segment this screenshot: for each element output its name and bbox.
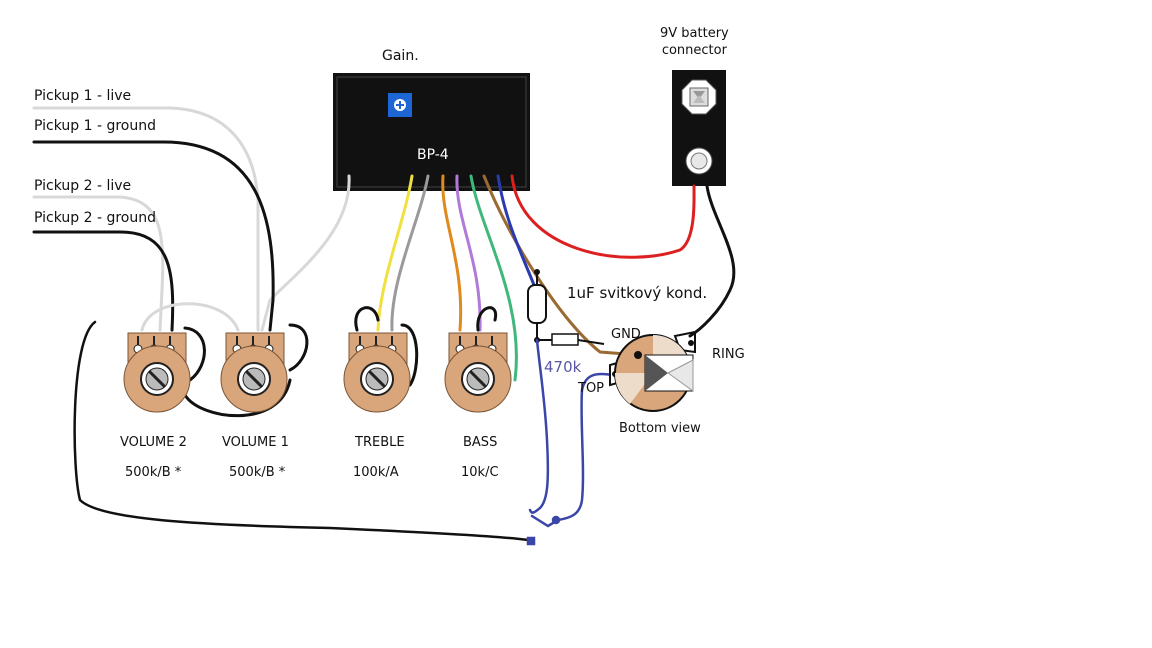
wire-orange xyxy=(441,174,463,332)
pickup2-ground-label: Pickup 2 - ground xyxy=(34,210,157,226)
battery-terminal-hex-icon xyxy=(681,79,717,115)
module-label: BP-4 xyxy=(417,147,449,163)
pickup2-live-label: Pickup 2 - live xyxy=(34,178,132,194)
wire-black-vol2-vol1 xyxy=(183,378,292,418)
jack-view-label: Bottom view xyxy=(619,421,701,436)
resistor-470k xyxy=(534,333,605,346)
wire-pickup1-ground xyxy=(32,140,275,332)
pot-treble xyxy=(343,332,411,413)
pot-volume-1 xyxy=(220,332,288,413)
wire-brown xyxy=(482,174,642,357)
wire-green xyxy=(469,174,518,382)
wire-blue xyxy=(496,174,536,287)
output-jack xyxy=(609,330,696,412)
wire-pickup2-live xyxy=(32,195,165,332)
pickup1-live-label: Pickup 1 - live xyxy=(34,88,132,104)
wire-black-ground-loop xyxy=(73,320,530,542)
wire-white-vol2-vol1 xyxy=(140,302,240,332)
jack-ring-label: RING xyxy=(712,347,745,362)
wire-black-vol2-loop xyxy=(183,326,206,382)
capacitor-label: 1uF svitkový kond. xyxy=(567,284,708,302)
jack-gnd-label: GND xyxy=(611,327,641,342)
battery-connector xyxy=(672,70,726,186)
battery-label: 9V battery connector xyxy=(660,26,729,58)
wire-gray xyxy=(390,174,430,332)
wire-black-treble-loop xyxy=(354,306,380,332)
wire-black-bass-loop xyxy=(476,306,498,332)
pot-bass-value: 10k/C xyxy=(461,465,499,480)
pot-volume-1-value: 500k/B * xyxy=(229,465,286,480)
bp4-module xyxy=(333,73,530,191)
gain-trimmer-icon xyxy=(388,93,412,117)
pot-treble-value: 100k/A xyxy=(353,465,399,480)
wire-pickup2-ground xyxy=(32,230,175,332)
wire-white-bp4 xyxy=(260,174,351,332)
wire-violet xyxy=(455,174,482,332)
pickup-wires xyxy=(32,106,275,332)
jack-ring-wire xyxy=(688,184,736,338)
jack-top-label: TOP xyxy=(578,381,605,396)
battery-terminal-round-icon xyxy=(685,147,713,175)
pot-volume-2-value: 500k/B * xyxy=(125,465,182,480)
pot-volume-2-name: VOLUME 2 xyxy=(120,435,187,450)
pot-link-wires xyxy=(73,302,530,542)
wire-black-treble-side xyxy=(400,323,419,387)
pickup1-ground-label: Pickup 1 - ground xyxy=(34,118,157,134)
bp4-wires xyxy=(260,174,696,382)
resistor-label: 470k xyxy=(544,358,582,376)
pot-volume-1-name: VOLUME 1 xyxy=(222,435,289,450)
hand-drawn-blue-wires xyxy=(526,338,614,546)
wire-black-vol1-loop xyxy=(288,323,309,372)
wire-pickup1-live xyxy=(32,106,260,332)
capacitor xyxy=(527,269,547,338)
gain-label: Gain. xyxy=(382,48,419,64)
pot-bass-name: BASS xyxy=(463,435,498,450)
wire-red xyxy=(510,174,696,259)
pot-bass xyxy=(444,332,512,413)
pot-volume-2 xyxy=(123,332,191,413)
pot-treble-name: TREBLE xyxy=(355,435,405,450)
wire-yellow xyxy=(376,174,414,332)
